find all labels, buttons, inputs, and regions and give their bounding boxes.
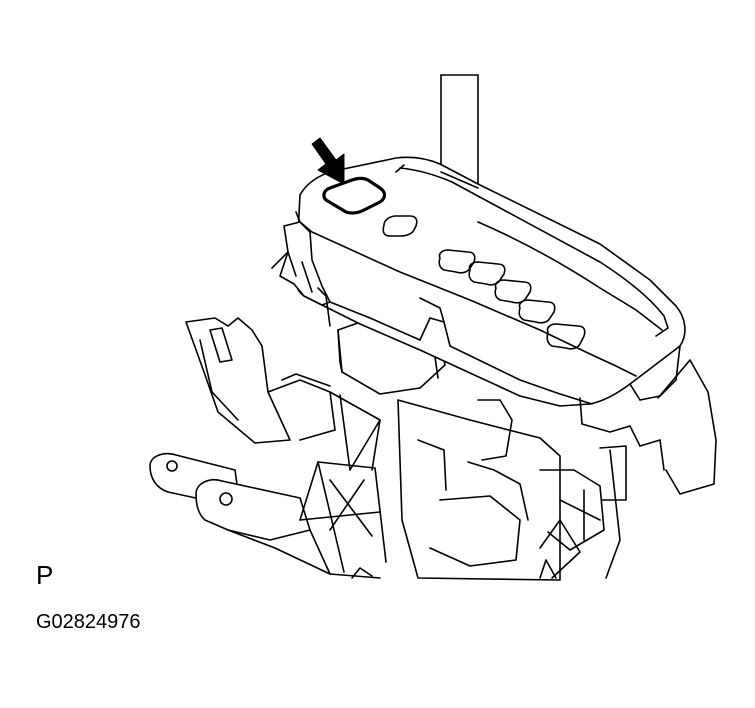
base-bracket xyxy=(149,317,387,579)
arrow-pointer-icon xyxy=(311,137,345,185)
highlighted-square-part xyxy=(322,176,387,215)
indicator-cover xyxy=(271,156,686,447)
indicator-windows xyxy=(382,215,586,350)
figure-code: G02824976 xyxy=(36,611,141,633)
position-label: P xyxy=(36,560,54,590)
bottom-edge-lines xyxy=(351,559,557,579)
housing-right-side xyxy=(605,359,717,579)
